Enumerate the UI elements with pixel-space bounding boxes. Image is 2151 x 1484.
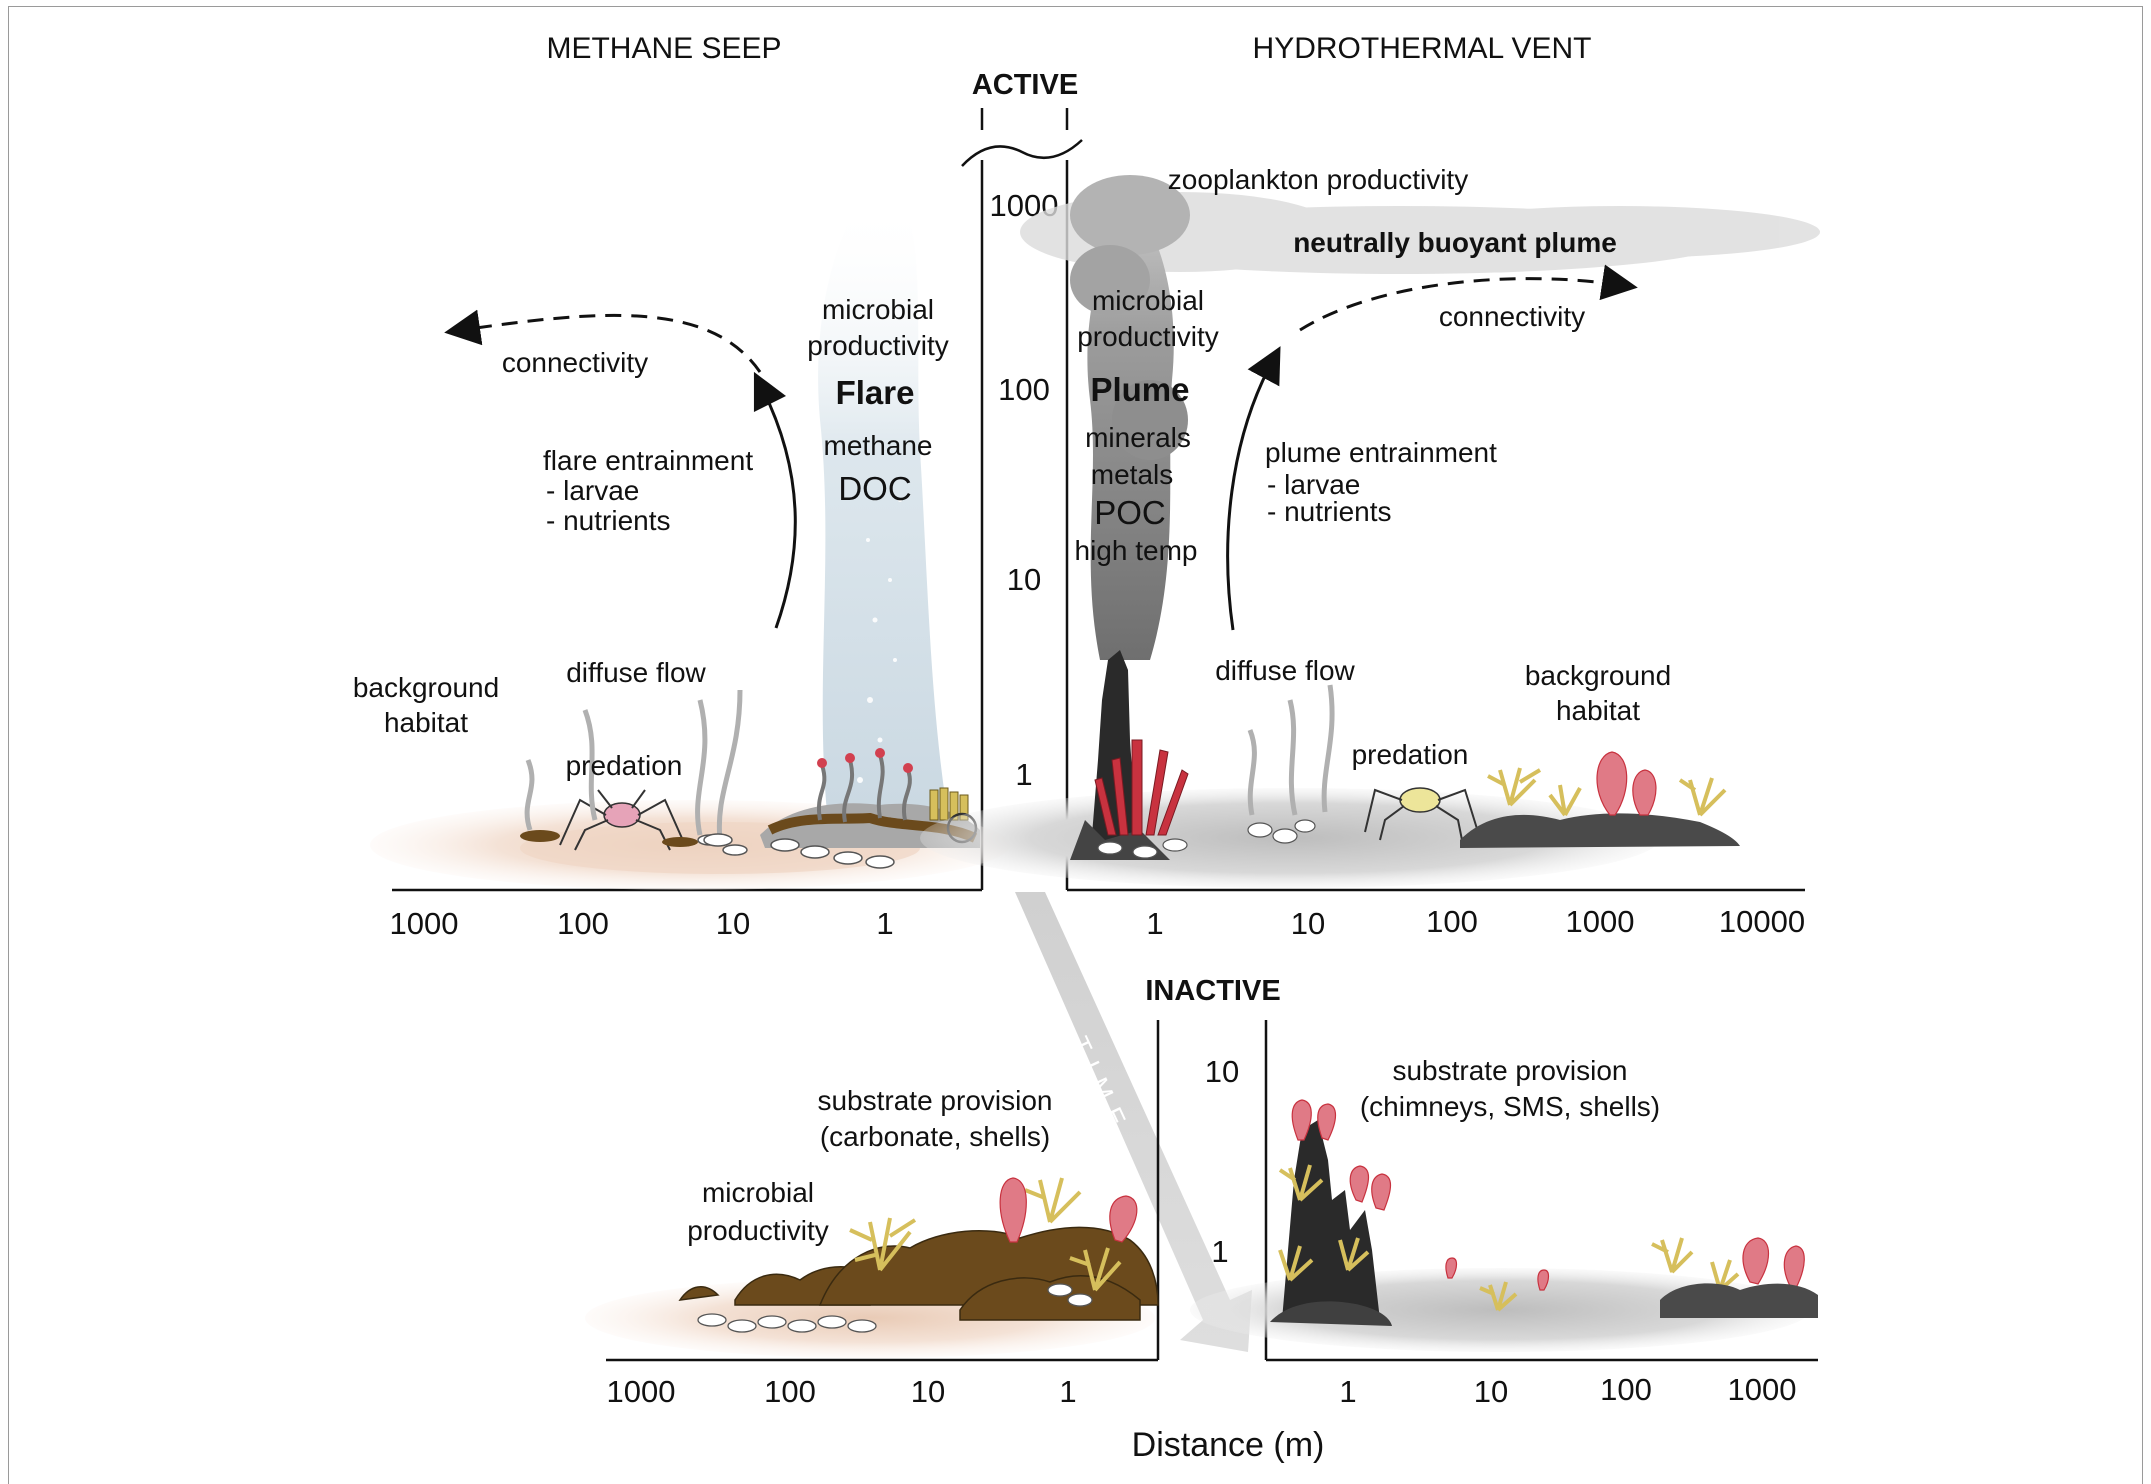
seep-diffuse-arrows — [524, 689, 743, 841]
active-axes — [392, 160, 1805, 892]
seep-entrainment-label: flare entrainment — [543, 445, 753, 476]
vent-entrainment-label: plume entrainment — [1265, 437, 1497, 468]
vent-plume — [1070, 175, 1190, 660]
active-y-tick-1: 1 — [1015, 757, 1032, 792]
inactive-vent-chimney — [1270, 1120, 1392, 1326]
active-x-left-tick-100: 100 — [557, 906, 609, 941]
inactive-vent-substrate-label-1: substrate provision — [1392, 1055, 1627, 1086]
vent-microbial-label-2: productivity — [1077, 321, 1219, 352]
header-hydrothermal-vent: HYDROTHERMAL VENT — [1253, 32, 1592, 65]
inactive-x-left-tick-100: 100 — [764, 1374, 816, 1409]
vent-minerals-label: minerals — [1085, 422, 1191, 453]
seep-diffuse-label: diffuse flow — [566, 657, 706, 688]
active-x-left-tick-1000: 1000 — [390, 906, 459, 941]
inactive-seep-red-fans — [999, 1177, 1138, 1243]
inactive-vent-gold-corals — [1278, 1164, 1740, 1312]
inactive-y-tick-10: 10 — [1205, 1054, 1239, 1089]
vent-diffuse-arrows — [1247, 684, 1335, 816]
vent-poc-label: POC — [1094, 494, 1166, 531]
active-x-right-tick-10: 10 — [1291, 906, 1325, 941]
seep-microbial-label-1: microbial — [822, 294, 934, 325]
active-y-tick-10: 10 — [1007, 562, 1041, 597]
seep-microbial-label-2: productivity — [807, 330, 949, 361]
inactive-x-left-tick-10: 10 — [911, 1374, 945, 1409]
vent-background-label-2: habitat — [1556, 695, 1640, 726]
vent-crab — [1364, 787, 1479, 841]
seep-brown-patches — [520, 830, 698, 847]
vent-white-debris — [1097, 819, 1316, 859]
inactive-seep-substrate-label-1: substrate provision — [817, 1085, 1052, 1116]
vent-rock-outcrop — [1460, 813, 1740, 848]
inactive-x-left-tick-1000: 1000 — [607, 1374, 676, 1409]
inactive-x-left-tick-1: 1 — [1059, 1374, 1076, 1409]
seep-connectivity-label: connectivity — [502, 347, 648, 378]
inactive-x-right-tick-10: 10 — [1474, 1374, 1508, 1409]
active-x-right-tick-10000: 10000 — [1719, 904, 1805, 939]
seep-flare-label: Flare — [836, 374, 915, 411]
active-x-right-tick-1: 1 — [1146, 906, 1163, 941]
seep-connectivity-arrow — [444, 309, 762, 373]
vent-high-temp-label: high temp — [1075, 535, 1198, 566]
active-y-tick-100: 100 — [998, 372, 1050, 407]
header-active: ACTIVE — [972, 69, 1078, 101]
vent-gold-corals — [1487, 767, 1727, 817]
seep-nutrients-label: - nutrients — [546, 505, 671, 536]
inactive-seep-microbial-label-1: microbial — [702, 1177, 814, 1208]
inactive-seep-gold-corals — [849, 1177, 1122, 1292]
vent-connectivity-arrow — [1299, 264, 1638, 332]
inactive-x-right-tick-1: 1 — [1339, 1374, 1356, 1409]
vent-tubeworms — [1094, 739, 1189, 836]
inactive-seep-shells — [697, 1283, 1093, 1333]
header-methane-seep: METHANE SEEP — [546, 32, 781, 65]
vent-neutral-plume-label: neutrally buoyant plume — [1293, 227, 1617, 258]
vent-entrainment-arrow — [1226, 346, 1281, 631]
vent-zooplankton-label: zooplankton productivity — [1168, 164, 1468, 195]
seep-background-label-1: background — [353, 672, 499, 703]
inactive-seep-substrate-label-2: (carbonate, shells) — [820, 1121, 1050, 1152]
flare — [818, 200, 952, 840]
vent-connectivity-label: connectivity — [1439, 301, 1585, 332]
inactive-seep-carbonate — [678, 1226, 1159, 1321]
seep-predation-label: predation — [566, 750, 683, 781]
seep-entrainment-arrow — [753, 371, 797, 629]
vent-nutrients-label: - nutrients — [1267, 496, 1392, 527]
vent-background-label-1: background — [1525, 660, 1671, 691]
inactive-vent-red-fans — [1291, 1099, 1805, 1291]
seep-background-label-2: habitat — [384, 707, 468, 738]
seep-doc-label: DOC — [838, 470, 911, 507]
vent-red-fans — [1596, 751, 1657, 816]
inactive-y-tick-1: 1 — [1211, 1234, 1228, 1269]
vent-predation-label: predation — [1352, 739, 1469, 770]
inactive-x-right-tick-1000: 1000 — [1728, 1372, 1797, 1407]
vent-larvae-label: - larvae — [1267, 469, 1360, 500]
vent-microbial-label-1: microbial — [1092, 285, 1204, 316]
vent-metals-label: metals — [1091, 459, 1173, 490]
active-x-left-tick-10: 10 — [716, 906, 750, 941]
inactive-vent-rocks — [1660, 1283, 1818, 1318]
inactive-vent-substrate-label-2: (chimneys, SMS, shells) — [1360, 1091, 1660, 1122]
active-x-right-tick-100: 100 — [1426, 904, 1478, 939]
vent-diffuse-label: diffuse flow — [1215, 655, 1355, 686]
vent-plume-label: Plume — [1090, 371, 1189, 408]
active-axis-break — [961, 108, 1083, 167]
inactive-x-right-tick-100: 100 — [1600, 1372, 1652, 1407]
seep-white-shells — [703, 833, 733, 847]
seep-methane-label: methane — [824, 430, 933, 461]
active-x-left-tick-1: 1 — [876, 906, 893, 941]
inactive-seep-microbial-label-2: productivity — [687, 1215, 829, 1246]
seep-larvae-label: - larvae — [546, 475, 639, 506]
header-inactive: INACTIVE — [1145, 975, 1280, 1007]
active-x-right-tick-1000: 1000 — [1566, 904, 1635, 939]
x-axis-title: Distance (m) — [1132, 1426, 1325, 1464]
